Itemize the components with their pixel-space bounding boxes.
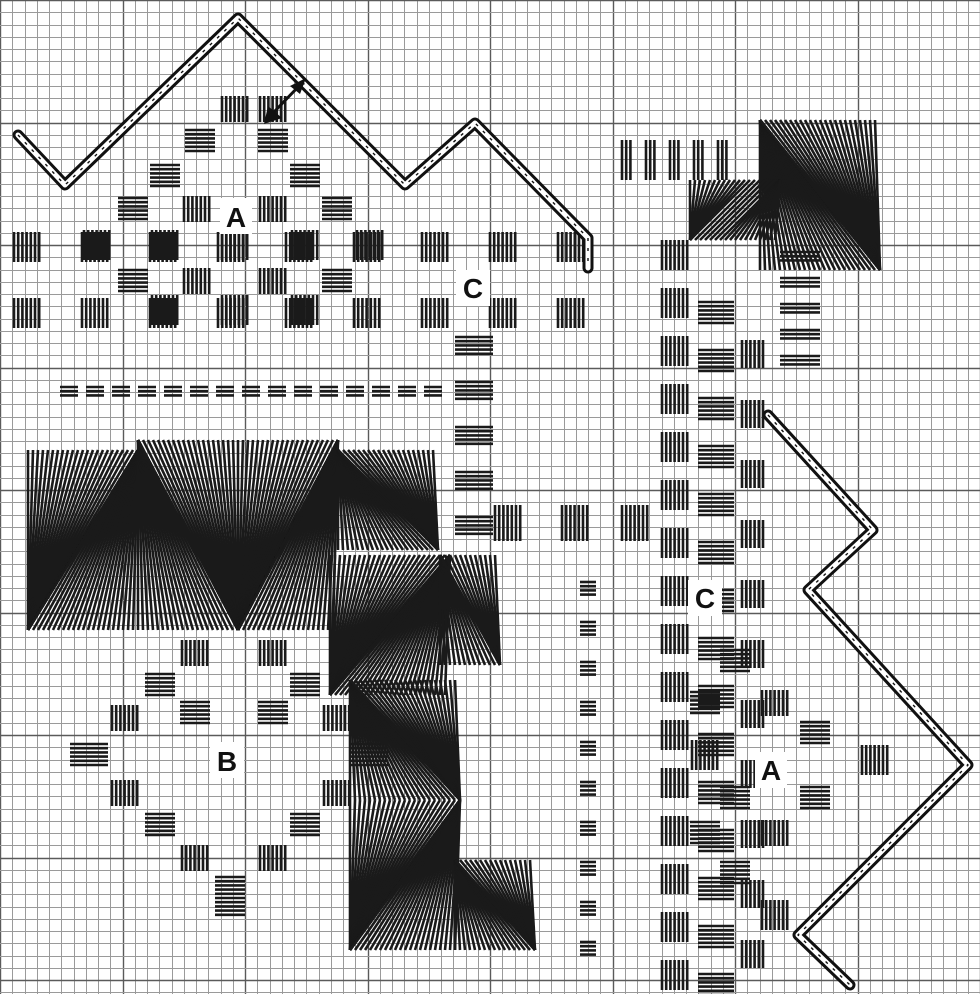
label-c-top: C [456,270,490,306]
label-a-top: A [220,198,252,234]
stitch-layer [14,96,887,994]
label-c-right: C [688,580,722,616]
label-b-text: B [217,746,237,777]
label-c-top-text: C [463,273,483,304]
label-b: B [210,742,244,778]
label-a-top-text: A [226,202,246,233]
label-c-right-text: C [695,583,715,614]
label-a-bottom: A [755,752,787,788]
rope-border-right [768,415,968,985]
label-a-bottom-text: A [761,755,781,786]
